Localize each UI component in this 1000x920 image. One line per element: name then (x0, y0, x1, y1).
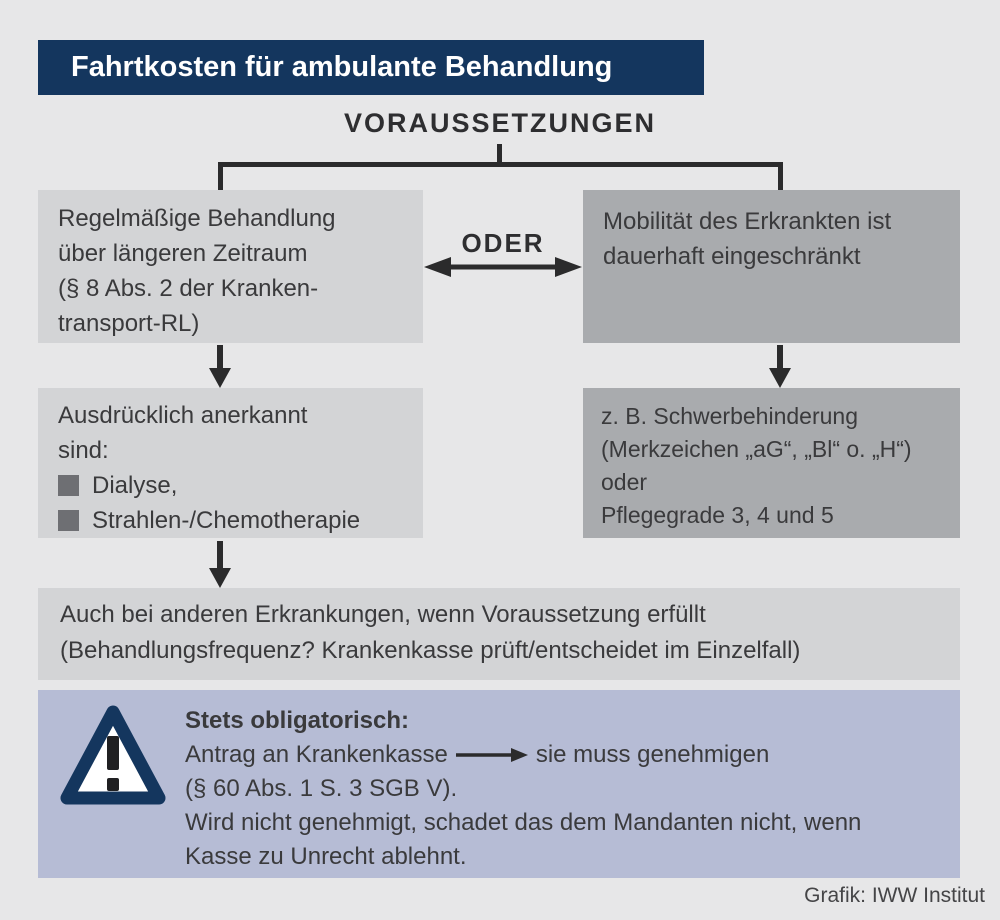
box-mobility-restricted: Mobilität des Erkrankten ist dauerhaft e… (583, 190, 960, 343)
list-item: Strahlen-/Chemotherapie (58, 503, 403, 538)
note-no-harm-line2: Kasse zu Unrecht ablehnt. (185, 843, 467, 870)
note-heading: Stets obligatorisch: (185, 707, 410, 734)
page-title: Fahrtkosten für ambulante Behandlung (38, 40, 704, 95)
arrow-down-head-icon (209, 568, 231, 588)
note-application-before: Antrag an Krankenkasse (185, 741, 448, 768)
right-arrow-icon (455, 748, 528, 762)
connector-stub-center (497, 144, 502, 164)
recognized-intro: Ausdrücklich anerkannt sind: (58, 402, 308, 464)
note-no-harm-line1: Wird nicht genehmigt, schadet das dem Ma… (185, 809, 862, 836)
flow-root-label: VORAUSSETZUNGEN (343, 108, 657, 138)
credit-line: Grafik: IWW Institut (804, 884, 985, 907)
mandatory-note-text: Stets obligatorisch: Antrag an Krankenka… (185, 704, 955, 874)
note-law-reference: (§ 60 Abs. 1 S. 3 SGB V). (185, 775, 458, 802)
list-item: Dialyse, (58, 468, 403, 503)
note-application-after: sie muss genehmigen (535, 741, 770, 768)
list-item-label: Dialyse, (92, 472, 178, 499)
bullet-square-icon (58, 475, 79, 496)
arrow-down-head-icon (209, 368, 231, 388)
arrow-down-icon (777, 345, 783, 369)
connector-stub-left (218, 162, 223, 190)
mandatory-note-panel (38, 690, 960, 878)
connector-horizontal (218, 162, 783, 167)
connector-stub-right (778, 162, 783, 190)
note-application-line: Antrag an Krankenkasse sie muss genehmig… (185, 738, 955, 772)
list-item-label: Strahlen-/Chemotherapie (92, 507, 361, 534)
box-regular-treatment: Regelmäßige Behandlung über längeren Zei… (38, 190, 423, 343)
warning-triangle-icon (60, 705, 166, 805)
arrow-down-icon (217, 541, 223, 569)
bullet-square-icon (58, 510, 79, 531)
double-headed-arrow-icon (424, 257, 582, 277)
box-other-illnesses: Auch bei anderen Erkrankungen, wenn Vora… (38, 588, 960, 680)
arrow-down-head-icon (769, 368, 791, 388)
box-recognized-treatments: Ausdrücklich anerkannt sind: Dialyse, St… (38, 388, 423, 538)
arrow-down-icon (217, 345, 223, 369)
oder-label: ODER (461, 228, 545, 258)
box-disability-examples: z. B. Schwerbehinderung (Merkzeichen „aG… (583, 388, 960, 538)
